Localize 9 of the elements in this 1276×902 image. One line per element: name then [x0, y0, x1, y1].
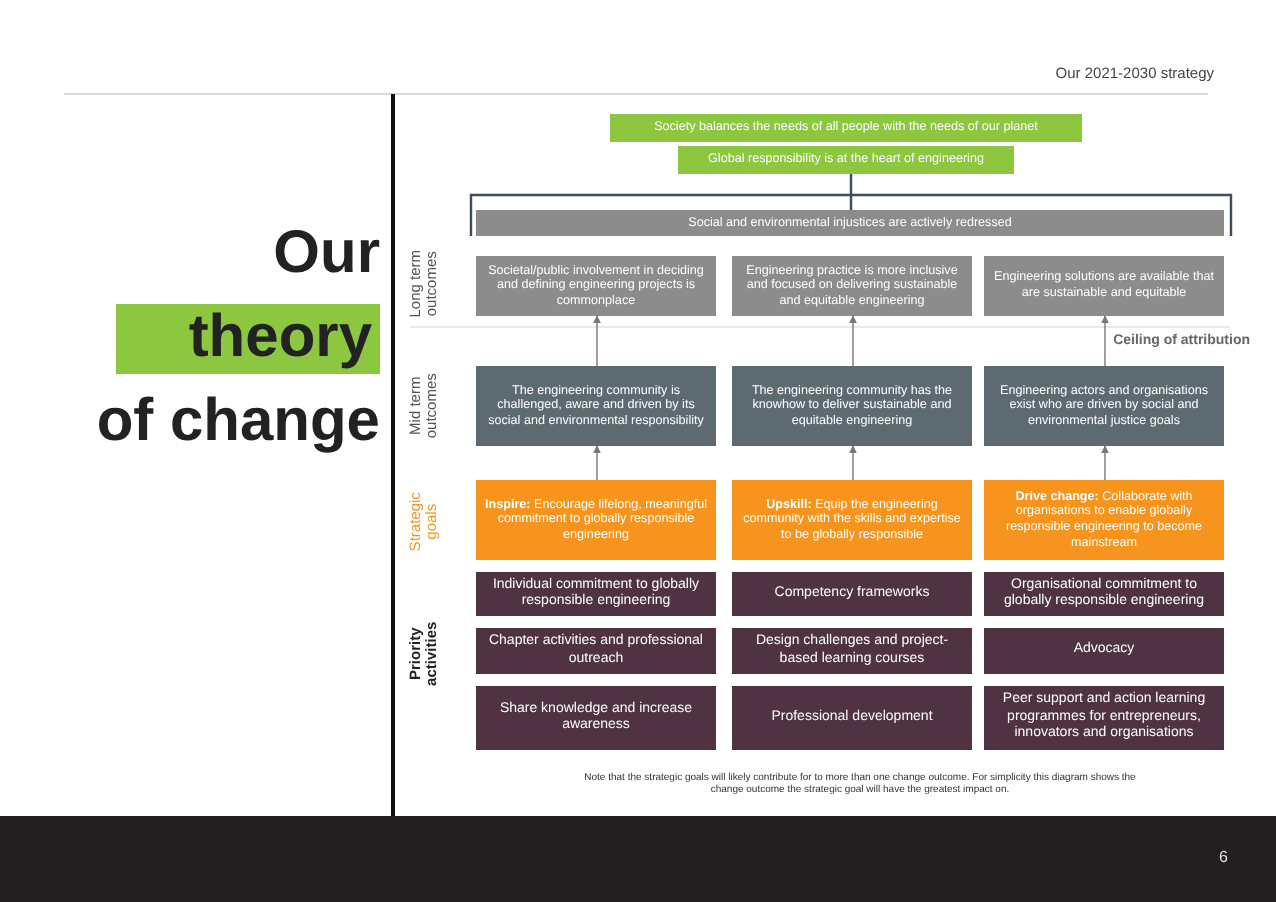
- arrow: [849, 315, 857, 367]
- arrow: [1101, 445, 1109, 481]
- arrow: [1101, 315, 1109, 367]
- arrow: [593, 315, 601, 367]
- title: Our theory of change: [94, 218, 380, 458]
- connector-line: [849, 174, 853, 210]
- arrow: [849, 445, 857, 481]
- page-number: 6: [1217, 848, 1228, 866]
- arrow: [593, 445, 601, 481]
